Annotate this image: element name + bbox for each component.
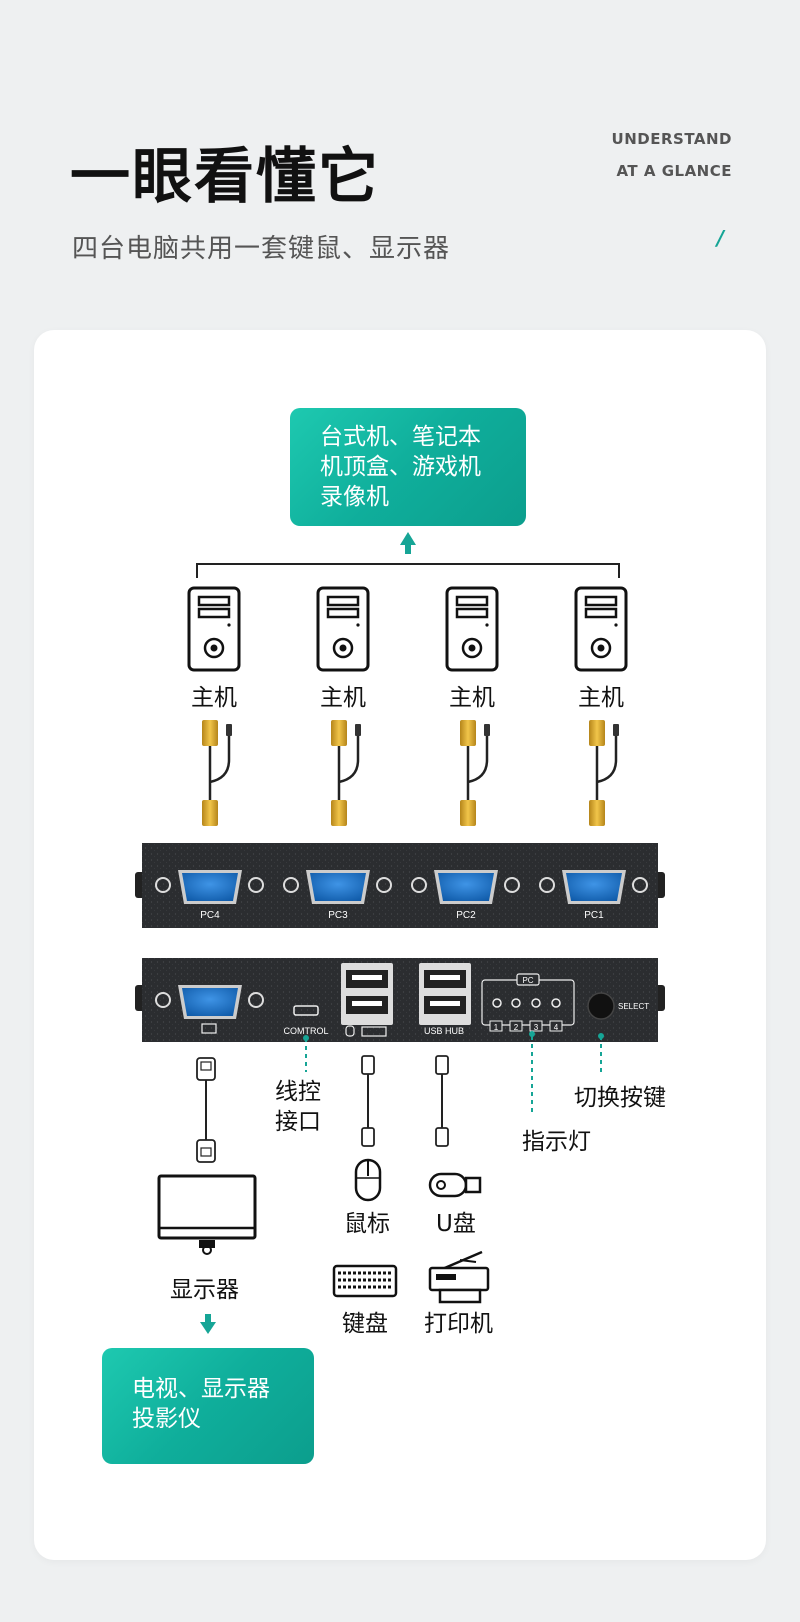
mouse-icon bbox=[354, 1158, 382, 1202]
host-label: 主机 bbox=[320, 685, 366, 711]
vga-port bbox=[155, 870, 264, 904]
mini-usb-port bbox=[293, 1005, 319, 1016]
printer-icon bbox=[428, 1250, 490, 1304]
pc-tower-icon bbox=[316, 586, 370, 672]
indicator-pc-label: PC bbox=[522, 976, 533, 985]
host-label: 主机 bbox=[449, 685, 495, 711]
kvm-cable bbox=[460, 720, 490, 826]
source-devices-line: 台式机、笔记本 bbox=[320, 424, 481, 450]
host-bracket bbox=[196, 563, 620, 578]
switch-button-callout: 切换按键 bbox=[574, 1085, 666, 1111]
host-label: 主机 bbox=[578, 685, 624, 711]
vga-port bbox=[283, 870, 392, 904]
source-devices-box: 台式机、笔记本 机顶盒、游戏机 录像机 bbox=[290, 408, 526, 526]
kvm-switch-back-panel: COMTROL USB HUB bbox=[135, 958, 665, 1042]
usb-hub-label: USB HUB bbox=[424, 1026, 464, 1036]
port-label-pc2: PC2 bbox=[456, 910, 476, 921]
vga-cable bbox=[196, 1057, 216, 1163]
indicator-number: 3 bbox=[534, 1023, 539, 1032]
kvm-cable bbox=[331, 720, 361, 826]
display-devices-box: 电视、显示器 投影仪 bbox=[102, 1348, 314, 1464]
pc-tower-icon bbox=[574, 586, 628, 672]
pc-tower-icon bbox=[445, 586, 499, 672]
usb-cable bbox=[361, 1055, 375, 1147]
down-arrow-icon bbox=[200, 1314, 216, 1334]
indicator-number: 1 bbox=[494, 1023, 499, 1032]
display-devices-line: 投影仪 bbox=[132, 1406, 201, 1432]
wire-control-line: 接口 bbox=[275, 1109, 321, 1135]
port-label-pc4: PC4 bbox=[200, 910, 220, 921]
source-devices-line: 机顶盒、游戏机 bbox=[320, 454, 481, 480]
usb-drive-label: U盘 bbox=[436, 1211, 476, 1237]
usb-hub-ports bbox=[419, 963, 471, 1025]
callout-lines bbox=[305, 1036, 602, 1112]
indicator-panel bbox=[481, 973, 575, 1032]
accent-slash: / bbox=[716, 226, 724, 250]
english-title-line1: UNDERSTAND bbox=[611, 130, 732, 148]
pc-tower-icon bbox=[187, 586, 241, 672]
kvm-cable bbox=[202, 720, 232, 826]
kvm-switch-front-panel: PC4 PC3 PC2 PC1 bbox=[135, 843, 665, 928]
usb-ports-left bbox=[341, 963, 393, 1025]
monitor-label: 显示器 bbox=[170, 1277, 239, 1303]
keyboard-label: 键盘 bbox=[342, 1311, 388, 1337]
display-devices-line: 电视、显示器 bbox=[132, 1376, 270, 1402]
select-label: SELECT bbox=[618, 1002, 649, 1011]
port-label-pc3: PC3 bbox=[328, 910, 348, 921]
vga-port bbox=[411, 870, 520, 904]
up-arrow-icon bbox=[400, 532, 416, 554]
indicator-number: 2 bbox=[514, 1023, 519, 1032]
page-title: 一眼看懂它 bbox=[70, 142, 380, 212]
keyboard-icon bbox=[332, 1264, 398, 1298]
indicator-number: 4 bbox=[554, 1023, 559, 1032]
printer-label: 打印机 bbox=[424, 1311, 493, 1337]
vga-port bbox=[539, 870, 648, 904]
select-button bbox=[587, 992, 615, 1020]
indicator-callout: 指示灯 bbox=[522, 1129, 591, 1155]
wire-control-line: 线控 bbox=[275, 1079, 321, 1105]
kvm-cable bbox=[589, 720, 619, 826]
page-subtitle: 四台电脑共用一套键鼠、显示器 bbox=[72, 234, 451, 264]
port-label-pc1: PC1 bbox=[584, 910, 604, 921]
control-port-label: COMTROL bbox=[284, 1026, 329, 1036]
monitor-icon bbox=[157, 1174, 257, 1255]
english-title-line2: AT A GLANCE bbox=[616, 162, 732, 180]
source-devices-line: 录像机 bbox=[320, 484, 389, 510]
mouse-label: 鼠标 bbox=[344, 1211, 390, 1237]
vga-monitor-port bbox=[155, 985, 264, 1034]
host-label: 主机 bbox=[191, 685, 237, 711]
mouse-keyboard-glyph-icon bbox=[345, 1025, 387, 1037]
wire-control-callout: 线控 接口 bbox=[275, 1077, 321, 1137]
usb-cable bbox=[435, 1055, 449, 1147]
usb-drive-icon bbox=[428, 1172, 482, 1198]
